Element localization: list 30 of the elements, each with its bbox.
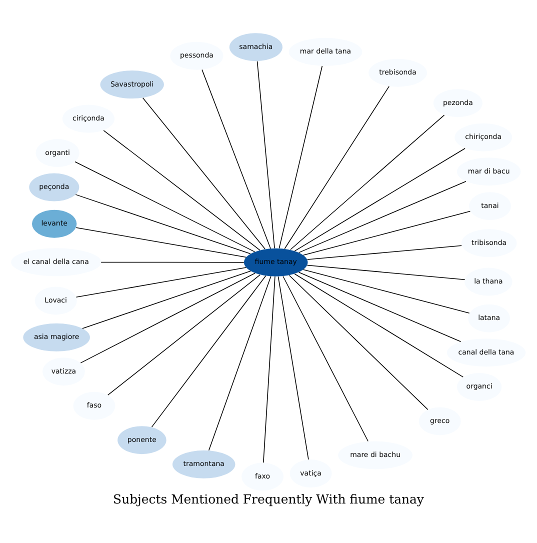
connector xyxy=(202,68,271,248)
connector xyxy=(298,271,462,342)
connector xyxy=(306,264,466,280)
connector xyxy=(288,274,428,410)
connector xyxy=(294,147,466,251)
diagram-title: Subjects Mentioned Frequently With fiume tanay xyxy=(113,491,424,506)
connector xyxy=(263,276,276,462)
connector xyxy=(303,210,471,256)
connector xyxy=(103,130,260,250)
connector xyxy=(256,60,275,248)
connector xyxy=(290,114,445,250)
connector xyxy=(142,96,266,249)
connector xyxy=(151,274,266,427)
connector xyxy=(100,261,244,262)
connector xyxy=(278,65,323,248)
connector xyxy=(306,244,462,260)
connector xyxy=(76,266,247,298)
connector xyxy=(298,180,466,252)
connector xyxy=(302,268,470,314)
connector xyxy=(80,272,256,363)
connector xyxy=(282,275,368,442)
connector xyxy=(107,274,260,395)
connector xyxy=(294,273,464,377)
connector xyxy=(208,275,272,450)
connector xyxy=(278,276,309,460)
connector xyxy=(76,226,247,258)
connector xyxy=(75,194,251,254)
connector xyxy=(284,85,390,249)
connector xyxy=(82,270,252,328)
connector xyxy=(74,160,256,252)
